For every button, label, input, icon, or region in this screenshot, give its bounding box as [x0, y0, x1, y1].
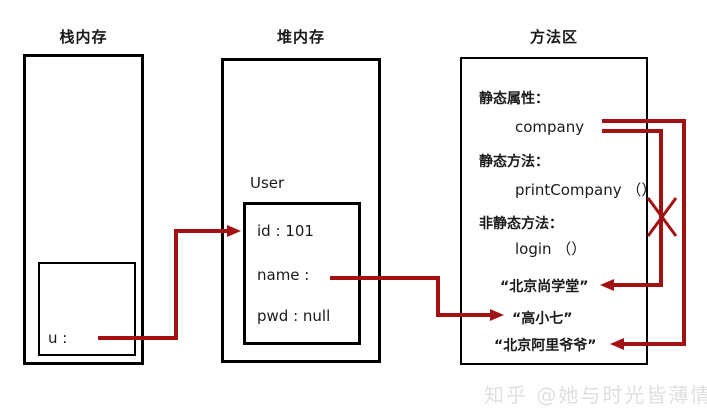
string-beijing-shangxuetang: “北京尚学堂”: [500, 279, 589, 295]
user-object-box: [243, 202, 361, 345]
stack-memory-title: 栈内存: [59, 28, 108, 46]
user-field-id: id : 101: [257, 222, 314, 240]
string-gaoxiaoqi: “高小七”: [512, 311, 573, 327]
string-beijing-aliyeye: “北京阿里爷爷”: [494, 338, 597, 354]
static-method-heading: 静态方法：: [479, 154, 549, 170]
user-class-label: User: [250, 174, 285, 192]
stack-var-u-label: u :: [48, 329, 68, 347]
user-field-name: name :: [257, 266, 310, 284]
nonstatic-method-login: login （）: [515, 240, 587, 258]
static-attr-company: company: [515, 118, 585, 136]
heap-memory-box: [221, 58, 381, 363]
heap-memory-title: 堆内存: [276, 28, 325, 46]
nonstatic-method-heading: 非静态方法：: [479, 216, 563, 232]
static-method-printcompany: printCompany （）: [515, 181, 657, 199]
stack-memory-box: [23, 54, 144, 365]
method-area-title: 方法区: [529, 28, 578, 46]
zhihu-watermark: 知乎 @她与时光皆薄情: [484, 383, 707, 407]
user-field-pwd: pwd : null: [257, 307, 331, 325]
static-attr-heading: 静态属性：: [479, 91, 549, 107]
crossed-out-x-icon: [646, 197, 678, 237]
